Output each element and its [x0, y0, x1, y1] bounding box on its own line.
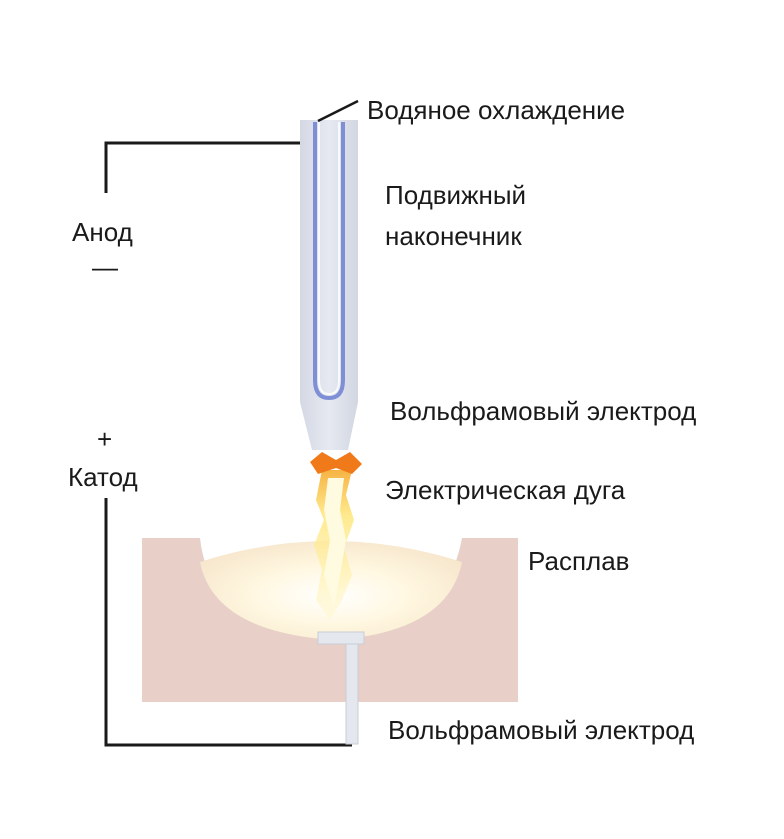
- water-cooling-label: Водяное охлаждение: [367, 95, 626, 125]
- bottom-electrode-rod: [345, 643, 359, 745]
- crucible: [142, 538, 518, 702]
- electric-arc: [310, 452, 362, 620]
- cathode-wire: [104, 498, 352, 747]
- anode-wire: [104, 141, 300, 193]
- movable-tip: [300, 120, 358, 450]
- movable-tip-label-line1: Подвижный: [385, 180, 527, 210]
- movable-tip-label-line2: наконечник: [385, 221, 522, 251]
- tungsten-electrode-bottom-label: Вольфрамовый электрод: [388, 715, 695, 745]
- tungsten-electrode-top-label: Вольфрамовый электрод: [390, 396, 697, 426]
- circuit-wire: [104, 141, 352, 747]
- cathode-sign: +: [97, 424, 113, 454]
- melt-label: Расплав: [528, 546, 630, 576]
- electric-arc-label: Электрическая дуга: [385, 475, 626, 505]
- anode-sign: —: [92, 252, 118, 282]
- water-cooling-tube: [313, 122, 345, 401]
- water-cooling-leader: [317, 99, 359, 123]
- arc-base: [310, 452, 362, 474]
- cathode-label: Катод: [68, 462, 138, 492]
- bottom-tungsten-electrode: [317, 631, 365, 645]
- anode-label: Анод: [72, 217, 133, 247]
